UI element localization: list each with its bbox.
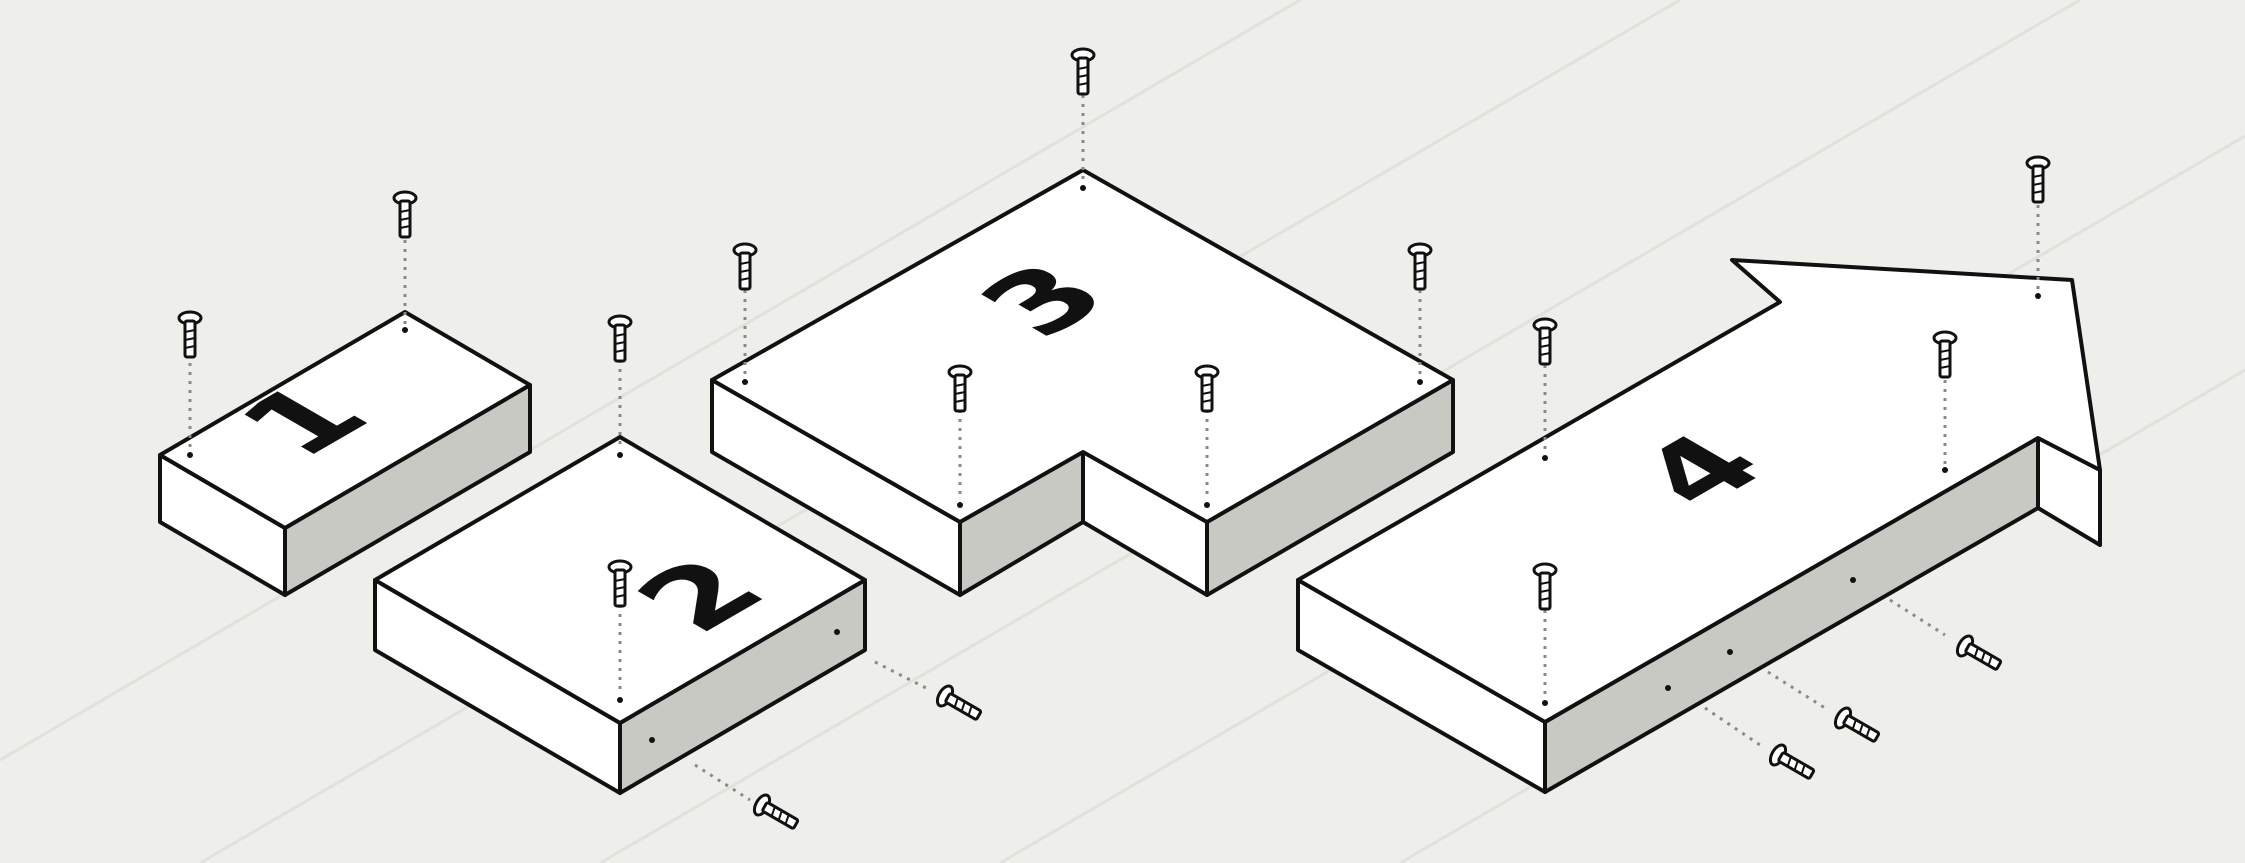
screw-icon [1832,705,1882,747]
screw-icon [734,244,756,289]
screw-icon [934,683,984,725]
screw-icon [1534,319,1556,364]
screw-icon [394,192,416,237]
screw-icon [179,312,201,357]
screw-icon [1954,633,2004,675]
screw-icon [609,316,631,361]
piece-3: 3 [712,49,1453,595]
screw-icon [1409,244,1431,289]
screw-icon [2027,157,2049,202]
screw-icon [751,792,801,834]
screw-icon [1072,49,1094,94]
screw-icon [1767,742,1817,784]
